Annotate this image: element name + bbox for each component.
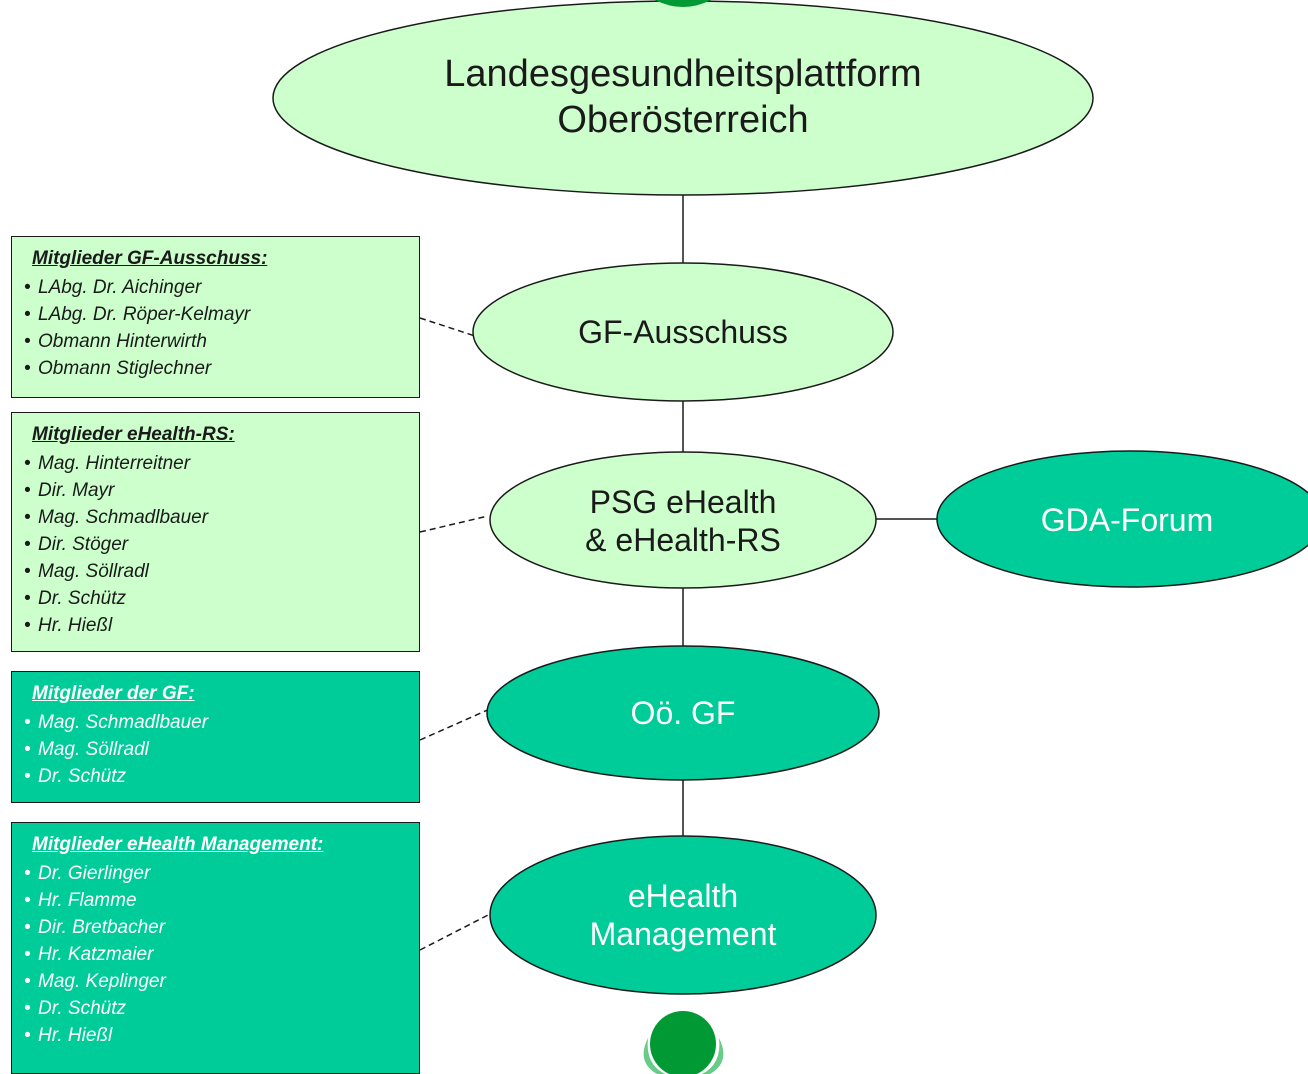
node-ehealth-mgmt-label: eHealth Management bbox=[589, 877, 777, 952]
dashed-connector-ehealth-mgmt-box bbox=[419, 912, 493, 951]
bullet: • bbox=[24, 561, 31, 582]
members-list: • Mag. Schmadlbauer • Mag. Söllradl • Dr. S… bbox=[24, 709, 419, 790]
members-list: • LAbg. Dr. Aichinger • LAbg. Dr. Röper-Ke… bbox=[24, 274, 419, 382]
list-item: • Dr. Gierlinger bbox=[24, 860, 419, 887]
list-item: • Dir. Mayr bbox=[24, 477, 419, 504]
members-box-title: Mitglieder eHealth Management: bbox=[32, 834, 324, 855]
bullet: • bbox=[24, 358, 31, 379]
members-box-title: Mitglieder eHealth-RS: bbox=[32, 424, 235, 445]
node-gda-forum-label: GDA-Forum bbox=[1040, 501, 1214, 538]
members-box-ehealth-mgmt: Mitglieder eHealth Management: • Dr. Gier… bbox=[11, 822, 420, 1074]
node-gf-ausschuss-ellipse bbox=[472, 262, 894, 402]
dashed-connector-gf-box bbox=[419, 707, 493, 741]
members-box-title: Mitglieder der GF: bbox=[32, 683, 195, 704]
bullet: • bbox=[24, 453, 31, 474]
member-name: Obmann Hinterwirth bbox=[38, 331, 207, 352]
list-item: • Dr. Schütz bbox=[24, 585, 419, 612]
members-list: • Dr. Gierlinger • Hr. Flamme • Dir. Bretba… bbox=[24, 860, 419, 1049]
bullet: • bbox=[24, 331, 31, 352]
list-item: • Mag. Schmadlbauer bbox=[24, 709, 419, 736]
bullet: • bbox=[24, 739, 31, 760]
member-name: Hr. Hießl bbox=[38, 1025, 113, 1046]
bullet: • bbox=[24, 480, 31, 501]
bullet: • bbox=[24, 588, 31, 609]
list-item: • Hr. Hießl bbox=[24, 612, 419, 639]
member-name: LAbg. Dr. Aichinger bbox=[38, 277, 202, 298]
member-name: Mag. Keplinger bbox=[38, 971, 166, 992]
member-name: Dir. Bretbacher bbox=[38, 917, 166, 938]
list-item: • Dir. Stöger bbox=[24, 531, 419, 558]
member-name: Hr. Hießl bbox=[38, 615, 113, 636]
members-box-ehealth-rs: Mitglieder eHealth-RS: • Mag. Hinterreitn… bbox=[11, 412, 420, 652]
bullet: • bbox=[24, 766, 31, 787]
list-item: • LAbg. Dr. Röper-Kelmayr bbox=[24, 301, 419, 328]
member-name: Dr. Schütz bbox=[38, 766, 126, 787]
list-item: • Hr. Hießl bbox=[24, 1022, 419, 1049]
logo-top bbox=[655, 0, 711, 7]
logo-icon bbox=[643, 1011, 724, 1074]
member-name: Hr. Katzmaier bbox=[38, 944, 154, 965]
member-name: Dir. Stöger bbox=[38, 534, 129, 555]
node-psg-label: PSG eHealth & eHealth-RS bbox=[585, 483, 781, 558]
member-name: Hr. Flamme bbox=[38, 890, 137, 911]
bullet: • bbox=[24, 534, 31, 555]
members-box-gf-ausschuss: Mitglieder GF-Ausschuss: • LAbg. Dr. Aich… bbox=[11, 236, 420, 398]
list-item: • Dir. Bretbacher bbox=[24, 914, 419, 941]
bullet: • bbox=[24, 304, 31, 325]
member-name: Dr. Schütz bbox=[38, 588, 126, 609]
bullet: • bbox=[24, 944, 31, 965]
member-name: Mag. Söllradl bbox=[38, 739, 149, 760]
member-name: Mag. Hinterreitner bbox=[38, 453, 191, 474]
list-item: • Obmann Hinterwirth bbox=[24, 328, 419, 355]
list-item: • Obmann Stiglechner bbox=[24, 355, 419, 382]
list-item: • Dr. Schütz bbox=[24, 995, 419, 1022]
bullet: • bbox=[24, 615, 31, 636]
bullet: • bbox=[24, 998, 31, 1019]
member-name: LAbg. Dr. Röper-Kelmayr bbox=[38, 304, 251, 325]
member-name: Obmann Stiglechner bbox=[38, 358, 212, 379]
node-gda-forum-ellipse bbox=[936, 450, 1308, 588]
bullet: • bbox=[24, 712, 31, 733]
list-item: • Mag. Keplinger bbox=[24, 968, 419, 995]
members-list: • Mag. Hinterreitner • Dir. Mayr • Mag. Sch… bbox=[24, 450, 419, 639]
bullet: • bbox=[24, 917, 31, 938]
member-name: Mag. Söllradl bbox=[38, 561, 149, 582]
node-gf-ausschuss-label: GF-Ausschuss bbox=[578, 313, 788, 350]
list-item: • Hr. Katzmaier bbox=[24, 941, 419, 968]
bullet: • bbox=[24, 1025, 31, 1046]
member-name: Mag. Schmadlbauer bbox=[38, 507, 209, 528]
list-item: • Dr. Schütz bbox=[24, 763, 419, 790]
node-ooe-gf-label: Oö. GF bbox=[630, 694, 736, 731]
node-ooe-gf-ellipse bbox=[486, 645, 880, 781]
node-platform-label: Landesgesundheitsplattform Oberösterreic… bbox=[444, 53, 922, 141]
bullet: • bbox=[24, 277, 31, 298]
node-ehealth-mgmt-ellipse bbox=[489, 835, 877, 995]
bullet: • bbox=[24, 507, 31, 528]
member-name: Dr. Schütz bbox=[38, 998, 126, 1019]
dashed-connector-ehealth-rs-box bbox=[419, 515, 489, 533]
members-box-title: Mitglieder GF-Ausschuss: bbox=[32, 248, 268, 269]
list-item: • Mag. Schmadlbauer bbox=[24, 504, 419, 531]
member-name: Dr. Gierlinger bbox=[38, 863, 151, 884]
list-item: • Hr. Flamme bbox=[24, 887, 419, 914]
list-item: • Mag. Söllradl bbox=[24, 558, 419, 585]
bullet: • bbox=[24, 890, 31, 911]
list-item: • Mag. Hinterreitner bbox=[24, 450, 419, 477]
node-psg-ellipse bbox=[489, 451, 877, 589]
list-item: • LAbg. Dr. Aichinger bbox=[24, 274, 419, 301]
members-box-gf: Mitglieder der GF: • Mag. Schmadlbauer • M… bbox=[11, 671, 420, 803]
bullet: • bbox=[24, 971, 31, 992]
bullet: • bbox=[24, 863, 31, 884]
dashed-connector-gf-ausschuss-box bbox=[419, 317, 476, 337]
list-item: • Mag. Söllradl bbox=[24, 736, 419, 763]
member-name: Mag. Schmadlbauer bbox=[38, 712, 209, 733]
member-name: Dir. Mayr bbox=[38, 480, 115, 501]
